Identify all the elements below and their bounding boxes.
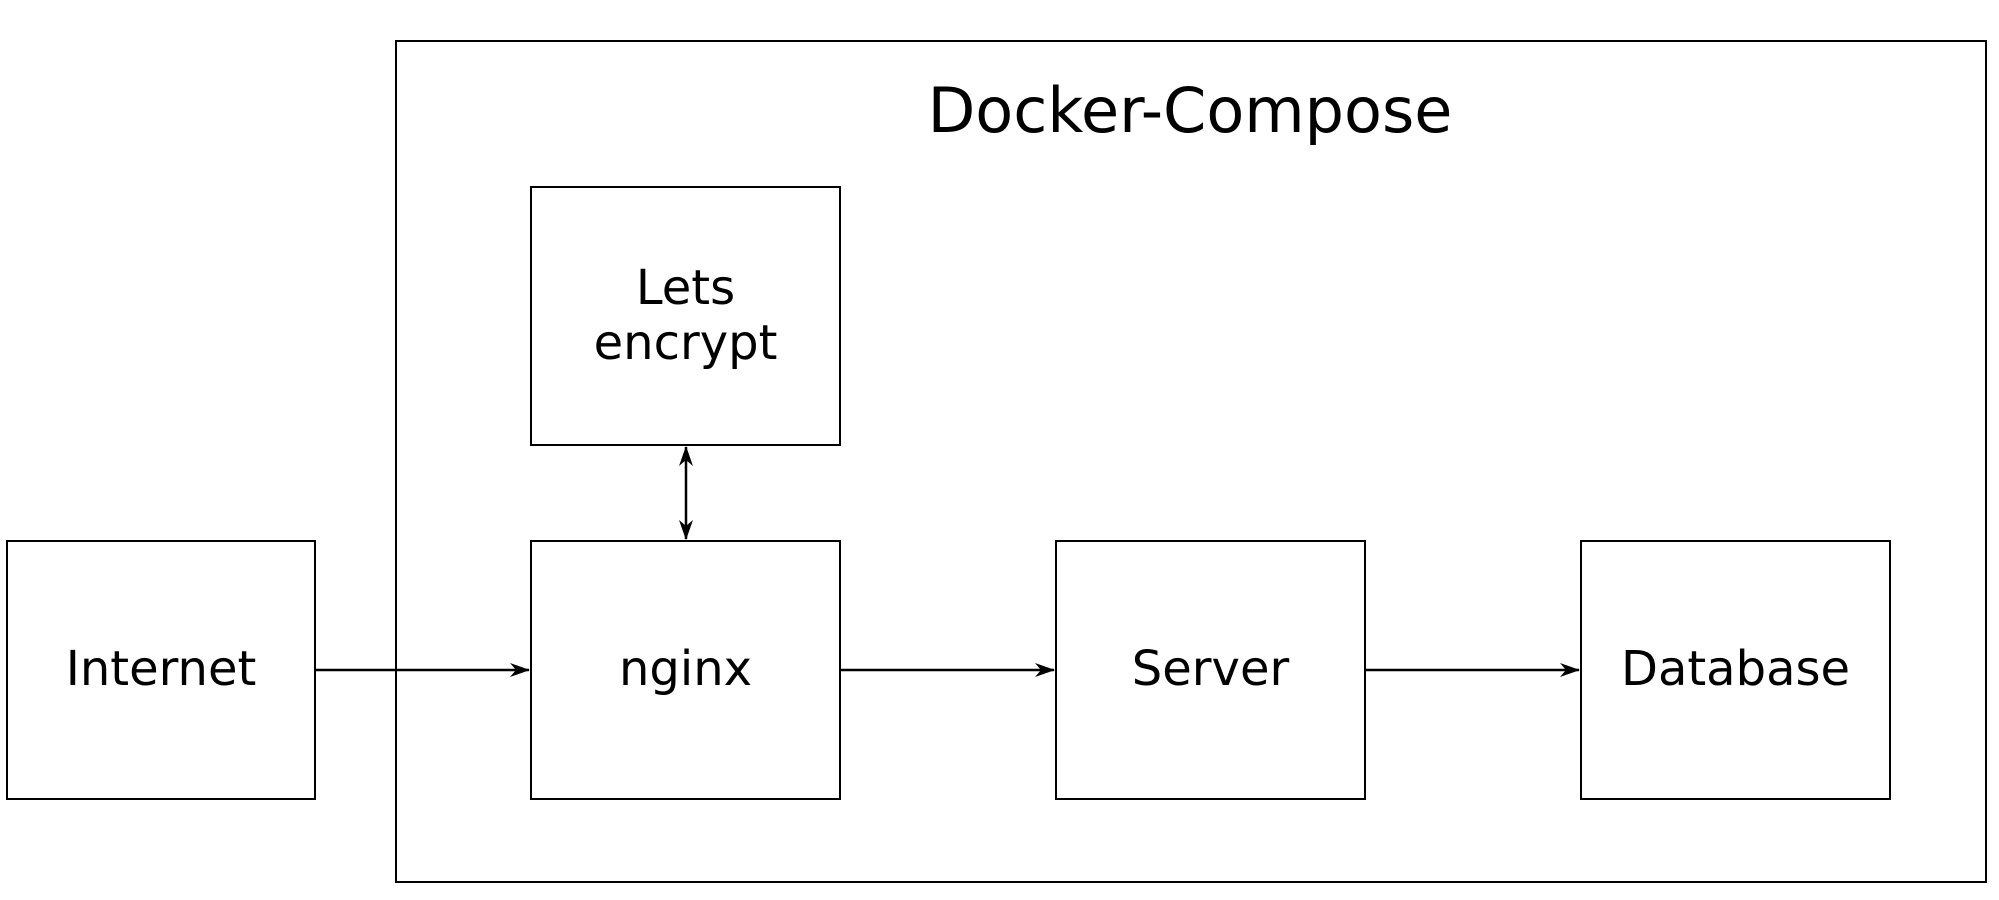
internet-label: Internet [65, 641, 257, 698]
letsencrypt-label: Lets encrypt [593, 259, 778, 371]
database-label: Database [1620, 641, 1851, 698]
database-node: Database [1580, 540, 1891, 800]
nginx-label: nginx [618, 641, 753, 698]
server-label: Server [1131, 641, 1290, 698]
letsencrypt-node: Lets encrypt [530, 186, 841, 446]
internet-node: Internet [6, 540, 316, 800]
server-node: Server [1055, 540, 1366, 800]
docker-compose-group [395, 40, 1987, 883]
nginx-node: nginx [530, 540, 841, 800]
group-title: Docker-Compose [927, 74, 1453, 147]
